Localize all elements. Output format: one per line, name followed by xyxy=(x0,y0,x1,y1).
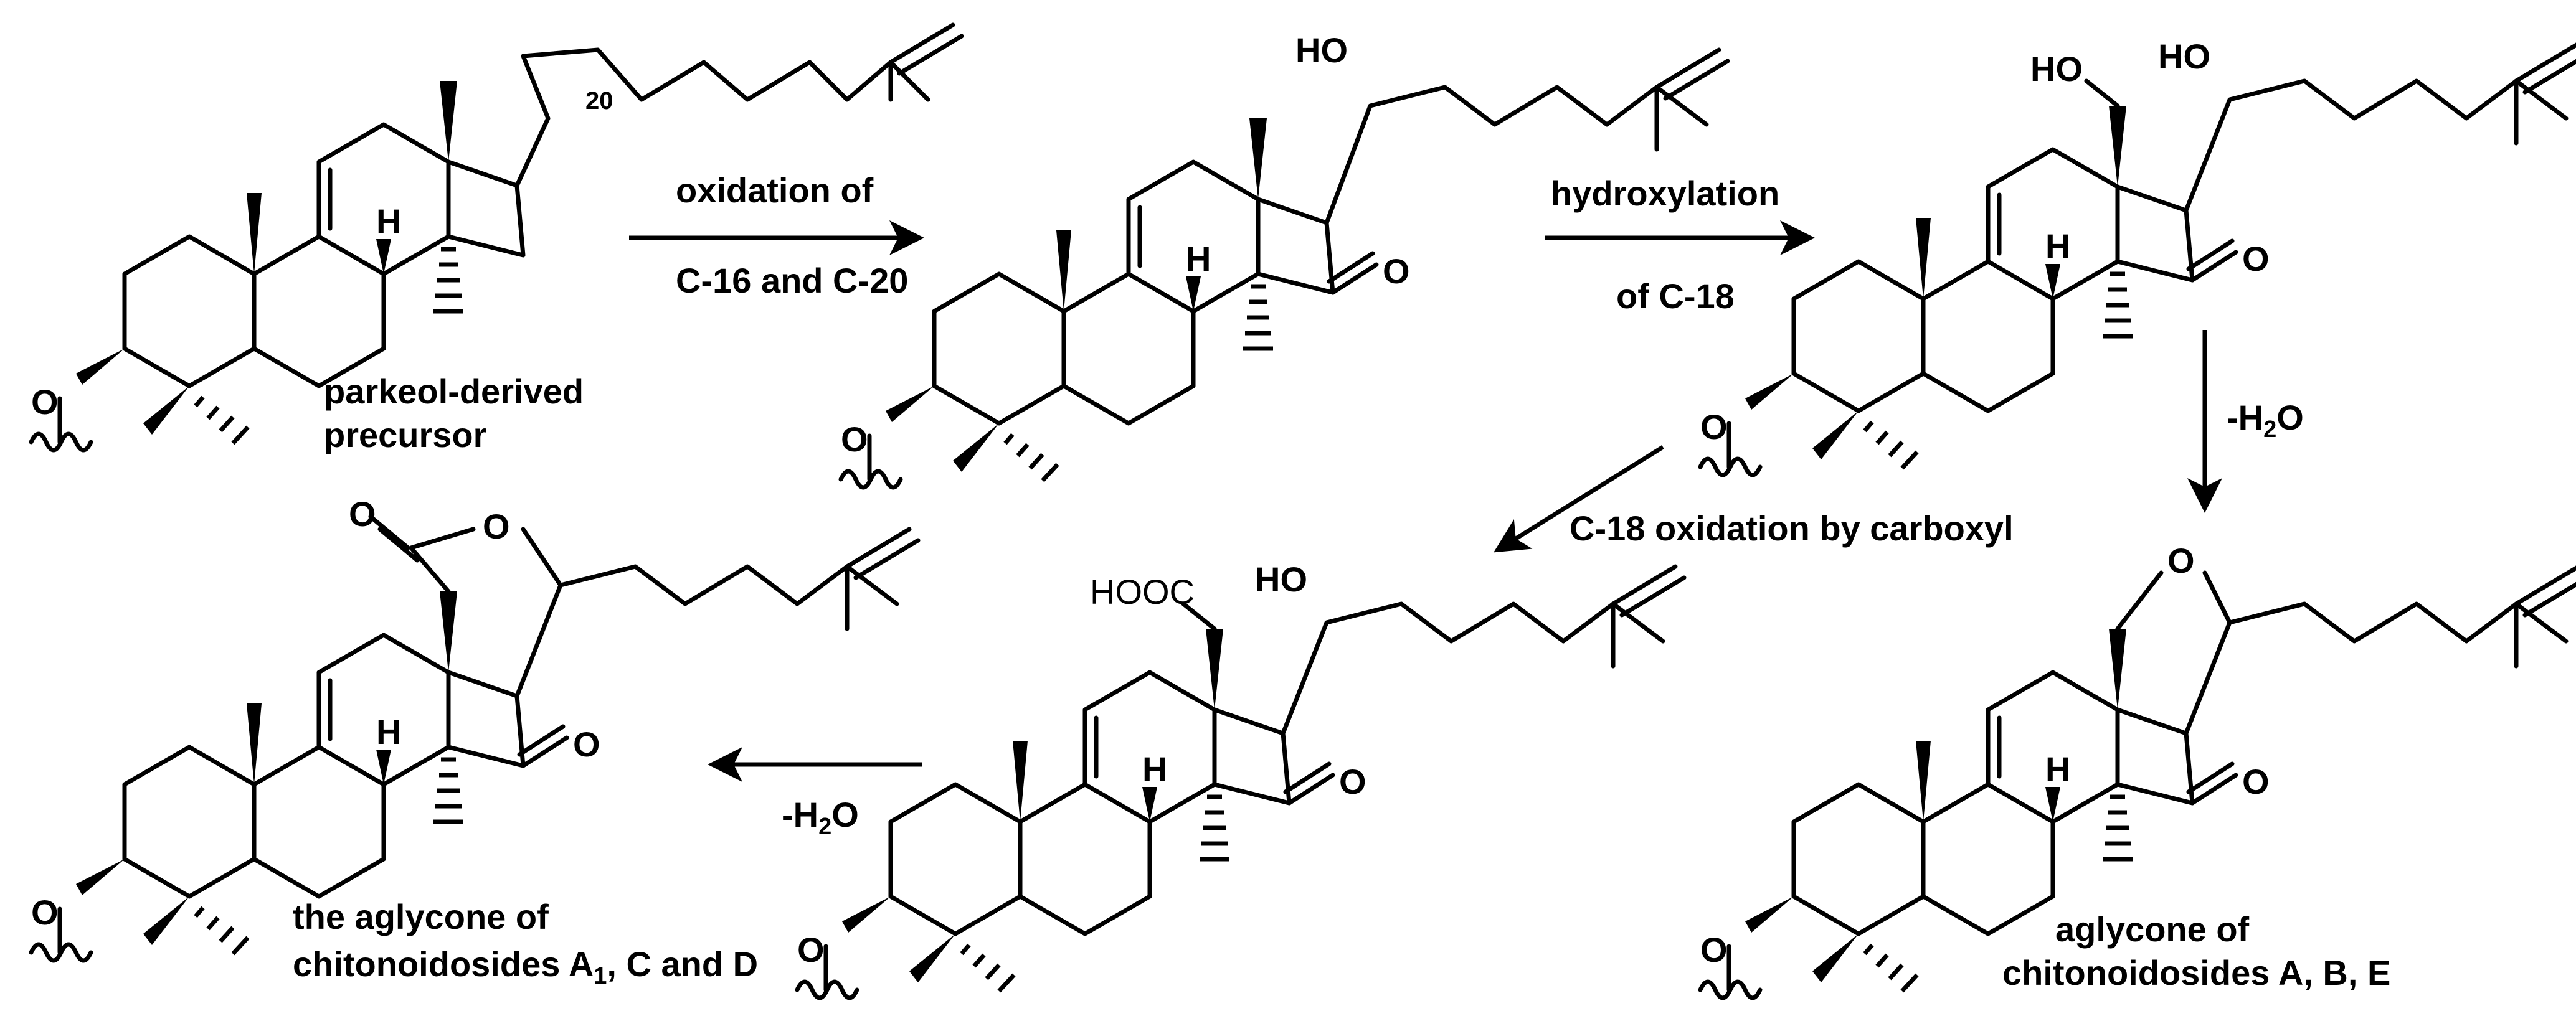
aglycone-a1cd-line1: the aglycone of xyxy=(293,897,549,936)
step1-line1: oxidation of xyxy=(676,171,874,210)
ether-o: O xyxy=(2167,541,2195,580)
arrow-step4 xyxy=(1494,445,1664,553)
ketone-o: O xyxy=(2242,239,2270,278)
o-label: O xyxy=(31,893,59,932)
h-label: H xyxy=(1142,750,1167,789)
compound-16-oxo-20-hydroxy: O HO H O xyxy=(841,31,1730,487)
compound-aglycone-abe: O O H O xyxy=(1700,541,2576,998)
step3-label: -H2O xyxy=(2227,398,2304,443)
h-label: H xyxy=(376,712,401,751)
hydroxyl-20-label: HO xyxy=(1255,560,1307,599)
ketone-o: O xyxy=(2242,762,2270,801)
h-label: H xyxy=(2045,227,2070,266)
lactone-carbonyl-o: O xyxy=(349,494,376,534)
step2-line1: hydroxylation xyxy=(1551,174,1779,213)
hydroxyl-label: HO xyxy=(1295,31,1348,70)
compound-18-carboxy: O HOOC HO H O xyxy=(797,560,1687,998)
lactone-ring-o: O xyxy=(483,507,510,546)
hydroxyl-20-label: HO xyxy=(2158,37,2210,76)
ketone-o: O xyxy=(1339,762,1366,801)
step5-label: -H2O xyxy=(782,795,859,840)
ketone-o: O xyxy=(573,725,600,764)
compound-18-hydroxy: O HO HO H O xyxy=(1700,37,2576,475)
step4-label: C-18 oxidation by carboxyl xyxy=(1570,509,2014,548)
locant-c20: 20 xyxy=(585,87,613,115)
compound-aglycone-a1cd: O O O H O xyxy=(31,494,921,961)
aglycone-a1cd-line2: chitonoidosides A1, C and D xyxy=(293,944,758,989)
hydroxyl-18-label: HO xyxy=(2030,49,2083,88)
o-label: O xyxy=(797,930,825,969)
precursor-name-line2: precursor xyxy=(324,415,486,454)
step2-line2: of C-18 xyxy=(1616,276,1735,316)
aglycone-abe-line1: aglycone of xyxy=(2055,910,2250,949)
h-label: H xyxy=(2045,750,2070,789)
o-label: O xyxy=(31,382,59,421)
h-label: H xyxy=(1186,239,1211,278)
o-label: O xyxy=(841,420,868,459)
precursor-name-line1: parkeol-derived xyxy=(324,372,584,411)
o-label: O xyxy=(1700,407,1728,446)
o-label: O xyxy=(1700,930,1728,969)
ketone-o: O xyxy=(1383,252,1410,291)
aglycone-abe-line2: chitonoidosides A, B, E xyxy=(2002,953,2390,992)
compound-precursor: H O 20 xyxy=(31,22,964,450)
carboxyl-label: HOOC xyxy=(1090,572,1195,611)
step1-line2: C-16 and C-20 xyxy=(676,261,908,300)
h-label: H xyxy=(376,202,401,241)
